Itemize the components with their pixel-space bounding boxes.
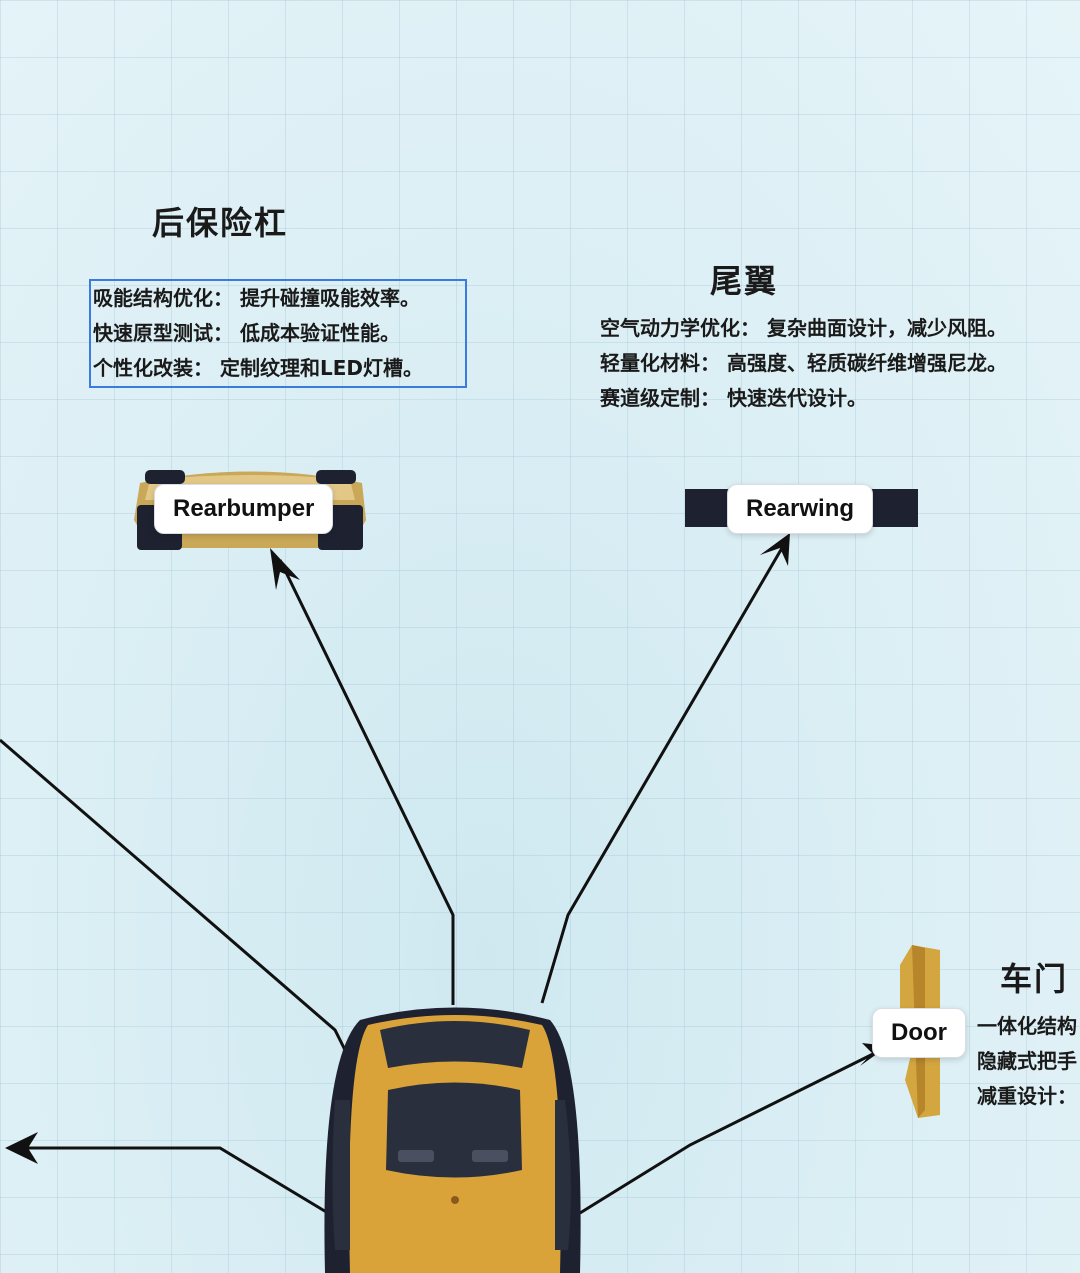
rearwing-line-1: 空气动力学优化： 复杂曲面设计，减少风阻。 bbox=[600, 316, 1007, 340]
door-line-1: 一体化结构 bbox=[977, 1014, 1077, 1038]
rearwing-label[interactable]: Rearwing bbox=[727, 484, 874, 534]
rearbumper-label[interactable]: Rearbumper bbox=[154, 484, 334, 534]
rearwing-connector bbox=[540, 547, 784, 1004]
rearwing-line-2: 轻量化材料： 高强度、轻质碳纤维增强尼龙。 bbox=[600, 351, 1007, 375]
door-description: 一体化结构 隐藏式把手 减重设计： bbox=[977, 1009, 1080, 1114]
door-connector bbox=[579, 1051, 876, 1215]
door-line-3: 减重设计： bbox=[977, 1084, 1077, 1108]
door-title: 车门 bbox=[1000, 960, 1069, 998]
rearbumper-description[interactable]: 吸能结构优化： 提升碰撞吸能效率。 快速原型测试： 低成本验证性能。 个性化改装… bbox=[89, 279, 467, 388]
rearbumper-line-3: 个性化改装： 定制纹理和LED灯槽。 bbox=[93, 356, 423, 380]
arrow-head-icon bbox=[5, 1132, 38, 1164]
rearbumper-connector bbox=[278, 559, 455, 1005]
rearwing-line-3: 赛道级定制： 快速迭代设计。 bbox=[600, 386, 867, 410]
rearwing-description: 空气动力学优化： 复杂曲面设计，减少风阻。 轻量化材料： 高强度、轻质碳纤维增强… bbox=[600, 311, 1007, 416]
rearbumper-line-1: 吸能结构优化： 提升碰撞吸能效率。 bbox=[93, 286, 420, 310]
left-bottom-connector bbox=[20, 1146, 329, 1215]
rearwing-title: 尾翼 bbox=[710, 262, 779, 300]
rearbumper-line-2: 快速原型测试： 低成本验证性能。 bbox=[93, 321, 400, 345]
arrow-head-icon bbox=[760, 533, 790, 566]
rearbumper-title: 后保险杠 bbox=[152, 204, 289, 242]
arrow-head-icon bbox=[270, 548, 300, 590]
door-line-2: 隐藏式把手 bbox=[977, 1049, 1077, 1073]
door-label[interactable]: Door bbox=[872, 1008, 966, 1058]
